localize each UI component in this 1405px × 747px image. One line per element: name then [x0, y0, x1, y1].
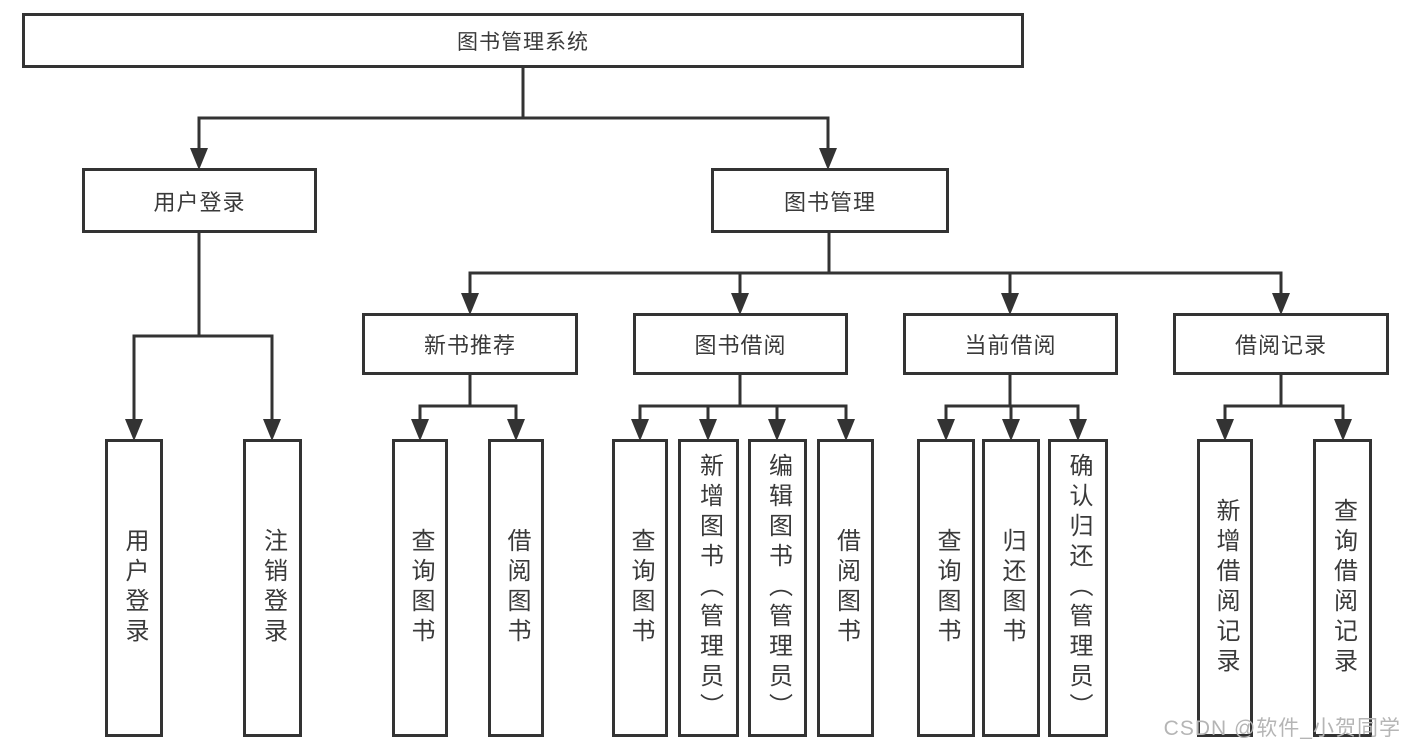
leaf-current-query-books: 查询图书: [917, 439, 975, 737]
leaf-newrec-query-books: 查询图书: [392, 439, 448, 737]
connector-arrows: [125, 118, 1352, 441]
node-current-borrowing: 当前借阅: [903, 313, 1118, 375]
node-borrow-records: 借阅记录: [1173, 313, 1389, 375]
node-new-book-recommend: 新书推荐: [362, 313, 578, 375]
node-root-system: 图书管理系统: [22, 13, 1024, 68]
leaf-user-login: 用户登录: [105, 439, 163, 737]
node-user-login: 用户登录: [82, 168, 317, 233]
node-book-management: 图书管理: [711, 168, 949, 233]
leaf-borrowing-query-books: 查询图书: [612, 439, 668, 737]
leaf-current-confirm-return-admin: 确认归还（管理员）: [1048, 439, 1108, 737]
leaf-borrowing-borrow-books: 借阅图书: [817, 439, 874, 737]
leaf-records-add-record: 新增借阅记录: [1197, 439, 1253, 737]
csdn-watermark: CSDN @软件_小贺同学: [1163, 717, 1401, 740]
leaf-borrowing-edit-books-admin: 编辑图书（管理员）: [748, 439, 807, 737]
leaf-current-return-books: 归还图书: [982, 439, 1040, 737]
leaf-newrec-borrow-books: 借阅图书: [488, 439, 544, 737]
leaf-records-query-record: 查询借阅记录: [1313, 439, 1372, 737]
node-book-borrowing: 图书借阅: [633, 313, 848, 375]
leaf-logout: 注销登录: [243, 439, 302, 737]
leaf-borrowing-add-books-admin: 新增图书（管理员）: [678, 439, 739, 737]
